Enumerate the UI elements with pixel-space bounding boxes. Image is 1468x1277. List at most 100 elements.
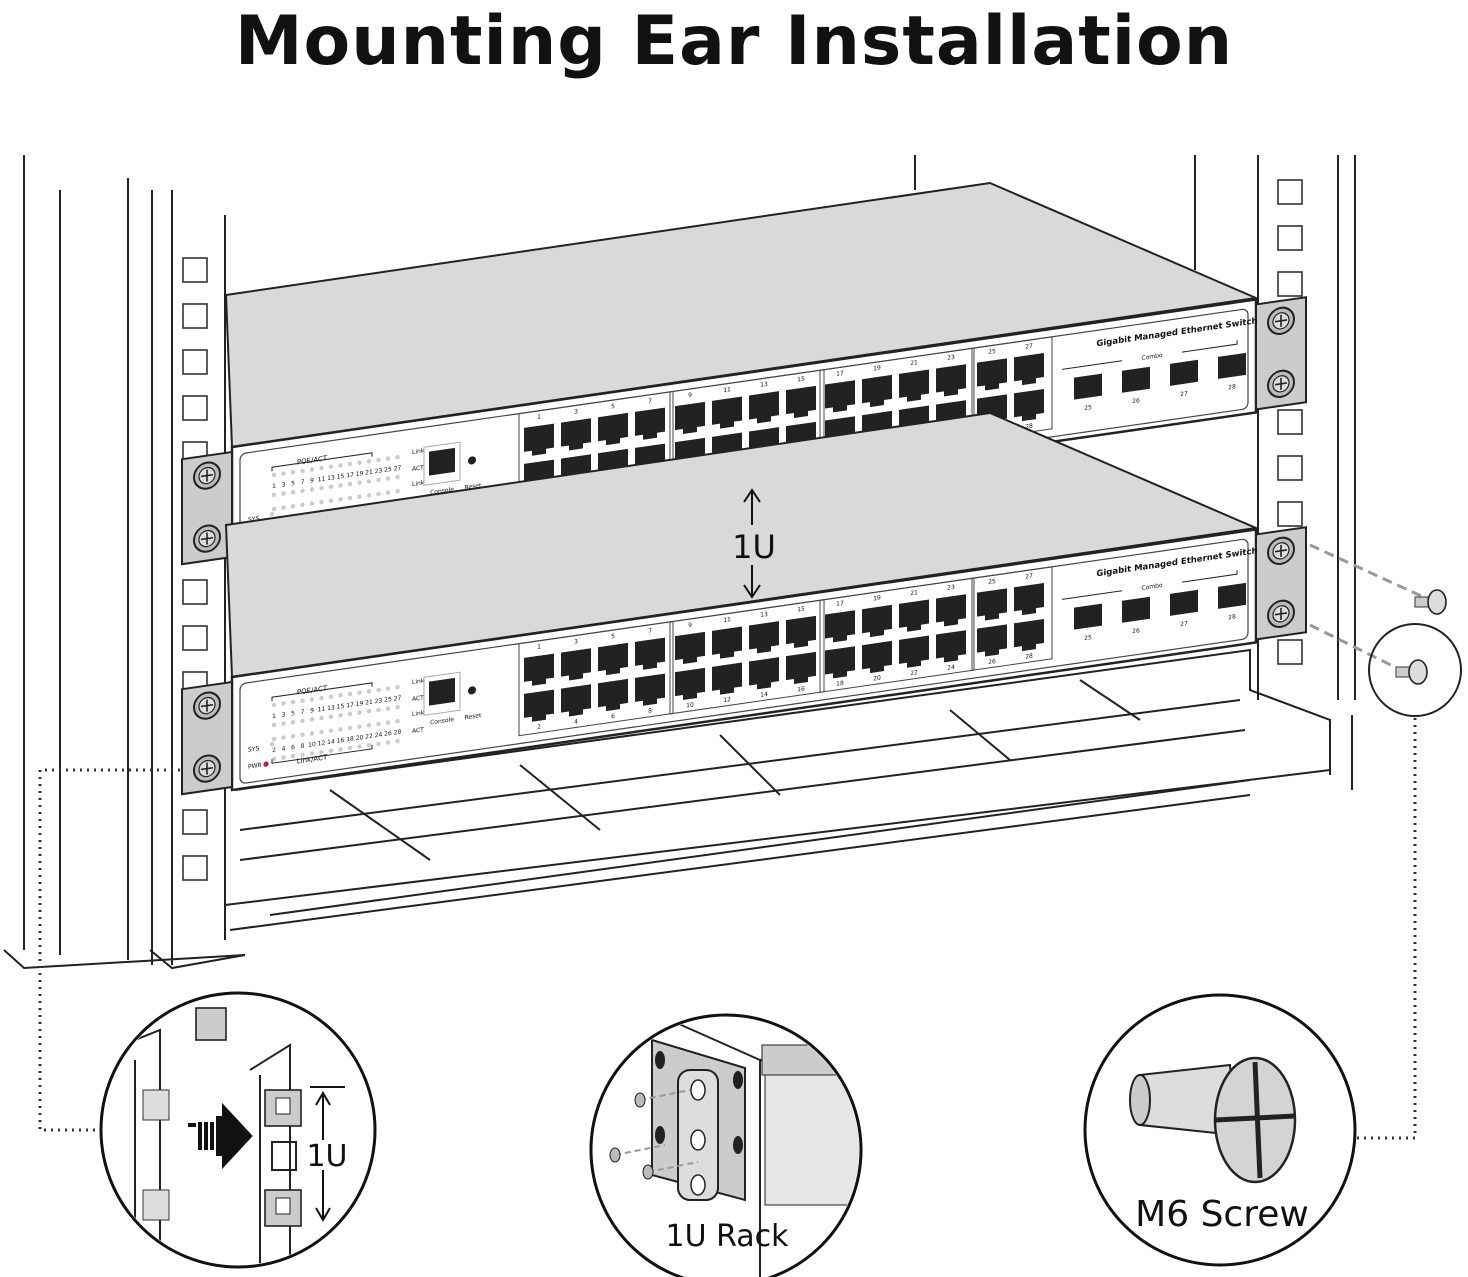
port-number: 26 <box>988 658 996 666</box>
port-number: 2 <box>537 723 541 731</box>
led-number: 22 <box>365 733 373 741</box>
rack-hole <box>1277 409 1303 435</box>
mounting-ear <box>181 450 233 566</box>
ethernet-port <box>936 594 966 627</box>
led-indicator <box>357 710 362 715</box>
dashed-guide-line <box>639 1089 691 1101</box>
led-indicator <box>385 686 391 691</box>
sfp-port-number: 28 <box>1228 613 1236 621</box>
ethernet-port <box>899 599 929 632</box>
led-number: 10 <box>308 741 316 749</box>
led-indicator <box>376 687 381 693</box>
ethernet-port <box>825 646 855 679</box>
led-indicator <box>395 684 400 690</box>
led-number: 21 <box>365 469 373 477</box>
led-indicator <box>309 697 315 702</box>
led-indicator <box>300 698 305 704</box>
sfp-port <box>1074 373 1102 400</box>
led-indicator <box>300 468 305 474</box>
mounting-ear <box>181 680 233 796</box>
led-indicator <box>376 457 381 463</box>
led-number: 4 <box>282 745 286 753</box>
led-number: 11 <box>318 706 326 714</box>
switch-front-panel: POE/ACT123456789101112131415161718192021… <box>181 526 1307 796</box>
ethernet-port <box>712 396 742 429</box>
sfp-port <box>1218 352 1246 379</box>
led-indicator <box>338 463 343 468</box>
led-indicator <box>347 725 353 731</box>
led-number: 12 <box>318 740 326 748</box>
ethernet-port <box>712 626 742 659</box>
led-indicator <box>357 460 362 465</box>
ethernet-port <box>977 588 1007 621</box>
led-indicator <box>290 489 296 495</box>
rack-hole <box>182 349 208 375</box>
rack-hole <box>182 579 208 605</box>
ethernet-port <box>524 423 554 456</box>
led-indicator <box>338 747 343 752</box>
led-indicator <box>338 497 343 502</box>
led-side-label: Link <box>412 677 425 686</box>
led-number: 1 <box>272 483 276 491</box>
loose-screws <box>1309 543 1462 717</box>
spacing-label: 1U <box>732 528 776 566</box>
led-indicator <box>357 690 362 695</box>
led-number: 19 <box>356 470 364 478</box>
sfp-port-number: 28 <box>1228 383 1236 391</box>
dashed-guide-line <box>1309 543 1431 674</box>
led-indicator <box>309 487 315 492</box>
screw-icon <box>609 1147 621 1163</box>
led-side-label: Link <box>412 479 425 488</box>
console-port <box>429 447 455 476</box>
ethernet-port <box>598 412 628 446</box>
ethernet-port <box>862 640 892 674</box>
port-number: 11 <box>723 616 731 624</box>
sfp-port-number: 26 <box>1132 627 1140 635</box>
led-number: 3 <box>282 711 286 719</box>
mounting-ear <box>1255 296 1307 411</box>
port-number: 7 <box>648 627 652 635</box>
inset-rack-ear: 1U Rack <box>589 1013 863 1277</box>
sfp-port-number: 25 <box>1084 404 1092 412</box>
port-number: 12 <box>723 696 731 704</box>
led-indicator <box>281 755 286 760</box>
led-indicator <box>319 715 324 721</box>
port-number: 4 <box>574 718 578 726</box>
led-number: 23 <box>375 467 383 475</box>
inset-label-1u: 1U <box>306 1139 347 1174</box>
led-number: 9 <box>310 707 314 715</box>
led-indicator <box>309 717 315 722</box>
port-number: 9 <box>688 392 692 400</box>
led-indicator <box>319 465 324 471</box>
rack-post <box>109 1028 291 1265</box>
ethernet-port <box>598 678 628 712</box>
dotted-connector <box>38 768 180 1132</box>
sys-led <box>269 512 275 517</box>
port-number: 5 <box>611 403 615 411</box>
reset-button <box>468 686 476 695</box>
ethernet-port <box>561 418 591 451</box>
sfp-port-number: 27 <box>1180 620 1188 628</box>
led-indicator <box>366 723 372 728</box>
led-indicator <box>328 694 334 699</box>
square-hole <box>271 1141 297 1171</box>
ethernet-port <box>977 358 1007 391</box>
led-indicator <box>300 752 305 758</box>
pwr-led <box>263 761 269 767</box>
led-number: 7 <box>301 709 305 717</box>
led-indicator <box>281 471 286 476</box>
led-indicator <box>300 718 305 724</box>
led-indicator <box>328 728 334 733</box>
led-indicator <box>338 693 343 698</box>
led-indicator <box>290 503 296 509</box>
sfp-port <box>1218 582 1246 609</box>
led-indicator <box>290 753 296 759</box>
led-indicator <box>309 731 315 736</box>
dashed-guide-line <box>614 1144 666 1156</box>
ear-hole <box>655 1126 665 1144</box>
port-number: 27 <box>1025 573 1033 581</box>
led-indicator <box>328 748 334 753</box>
led-indicator <box>385 476 391 481</box>
ethernet-port <box>1014 582 1044 616</box>
